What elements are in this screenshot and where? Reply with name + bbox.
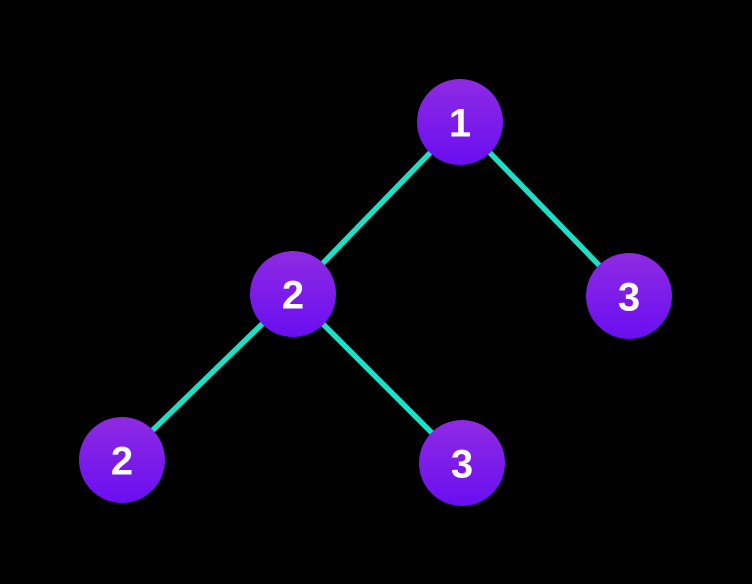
tree-node-circle [419, 420, 505, 506]
tree-node-circle [250, 251, 336, 337]
tree-node-label: 2 [282, 273, 304, 317]
tree-node: 2 [79, 417, 165, 503]
tree-node-circle [417, 79, 503, 165]
tree-node-label: 3 [451, 442, 473, 486]
tree-node: 3 [586, 253, 672, 339]
tree-node: 3 [419, 420, 505, 506]
tree-node-label: 1 [449, 101, 471, 145]
tree-node: 1 [417, 79, 503, 165]
tree-node-circle [586, 253, 672, 339]
tree-node: 2 [250, 251, 336, 337]
tree-node-circle [79, 417, 165, 503]
tree-node-label: 3 [618, 275, 640, 319]
tree-node-label: 2 [111, 439, 133, 483]
nodes-layer: 1 2 3 2 3 [79, 79, 672, 506]
